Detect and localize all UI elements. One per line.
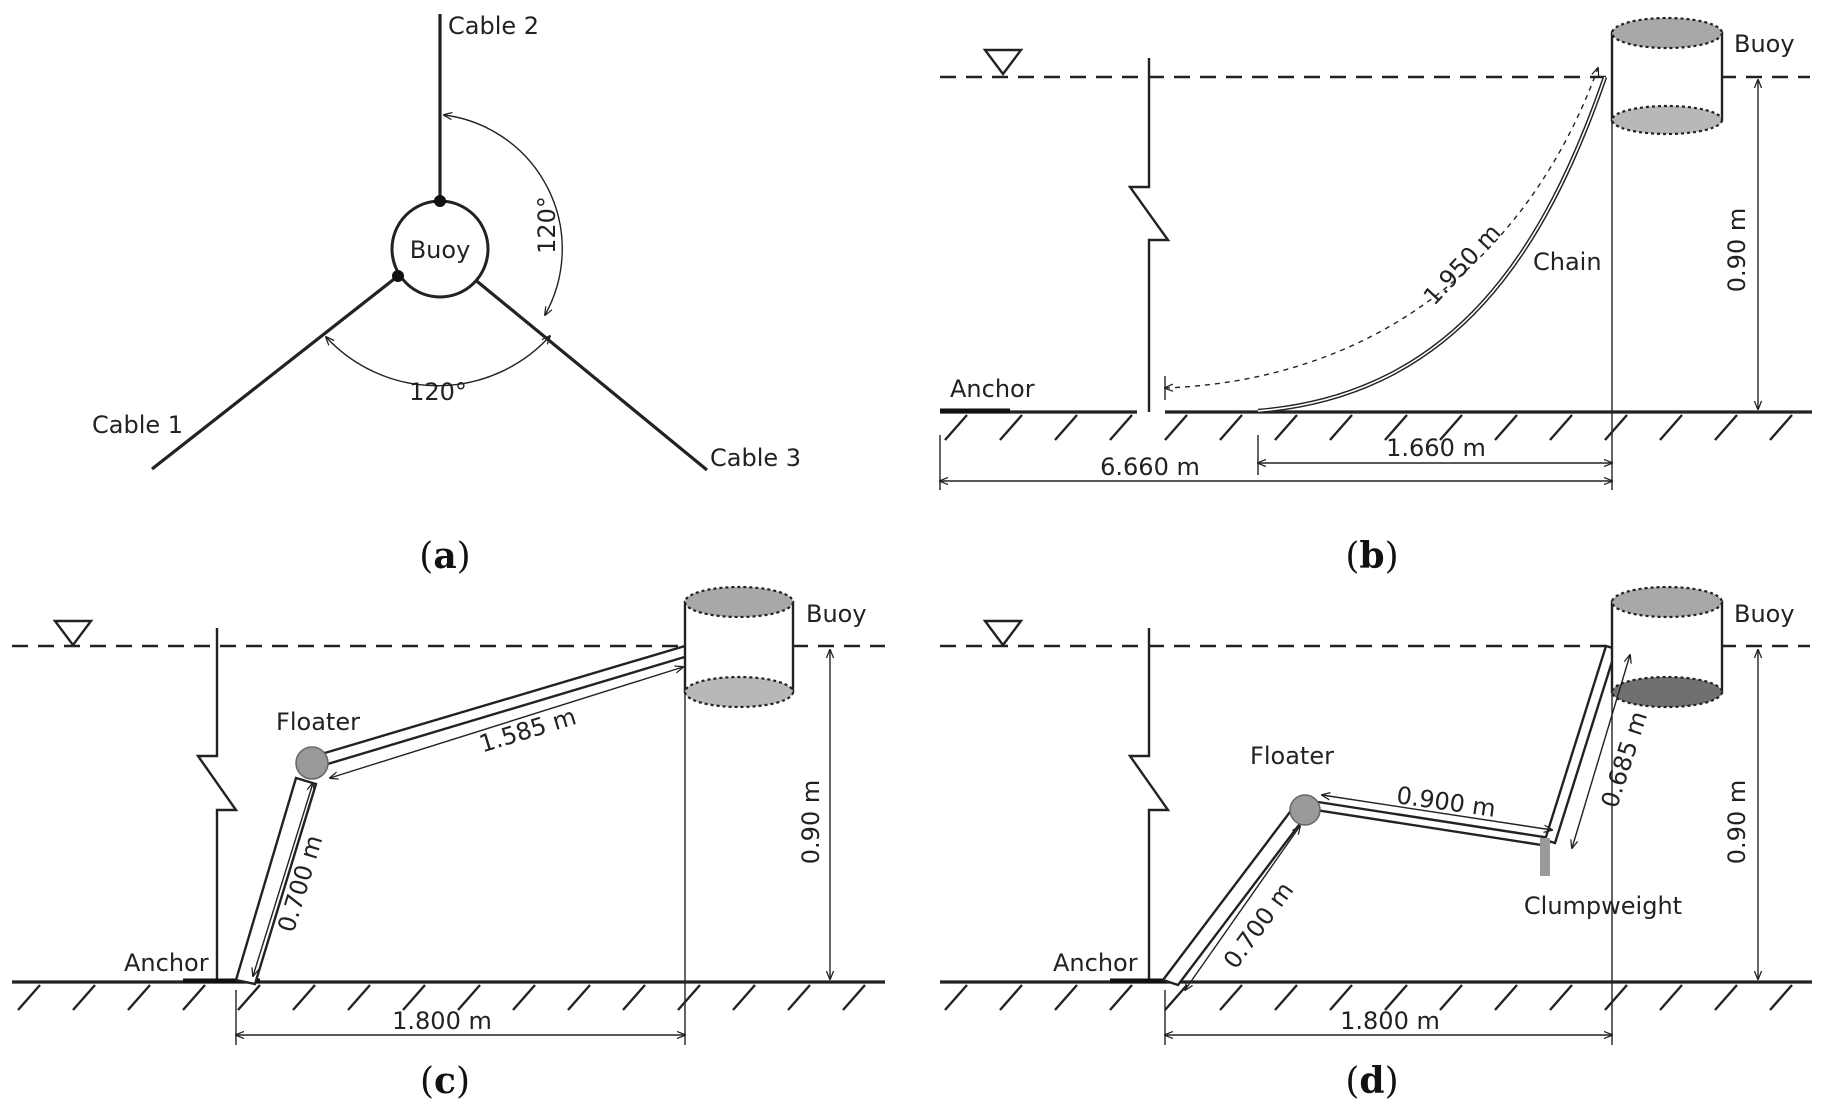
fairlead-top-dot <box>434 195 446 207</box>
chain-curve-inner <box>1257 76 1606 412</box>
depth-break-symbol <box>1127 58 1171 412</box>
chain-label: Chain <box>1533 248 1602 276</box>
angle-arc-right <box>444 115 563 315</box>
horizontal-label: 1.800 m <box>392 1007 492 1035</box>
fairlead-left-dot <box>392 270 404 282</box>
chain-length-dimension <box>1165 68 1598 388</box>
panel-b-catenary: Buoy Anchor Chain 1.950 m 0.90 m 1.660 m… <box>940 16 1812 490</box>
caption-a: (a) <box>419 535 470 577</box>
depth-break-symbol <box>1127 628 1171 982</box>
depth-label: 0.90 m <box>797 780 825 864</box>
floater-label: Floater <box>1250 742 1334 770</box>
buoy-cylinder <box>683 585 795 709</box>
depth-label: 0.90 m <box>1723 208 1751 292</box>
dim-1585-line <box>330 667 683 778</box>
upper-line-rope <box>1543 644 1618 845</box>
floater-sphere <box>1289 794 1321 826</box>
clumpweight-block <box>1540 838 1550 876</box>
seabed-hatch <box>944 414 1793 441</box>
panel-d-floater-clumpweight-configuration: Buoy Floater Anchor Clumpweight 0.700 m … <box>940 585 1812 1045</box>
dist-1660-label: 1.660 m <box>1386 434 1486 462</box>
anchor-label: Anchor <box>124 949 209 977</box>
angle-right-label: 120° <box>533 196 561 254</box>
dim-685-line <box>1572 655 1630 848</box>
angle-bottom-label: 120° <box>409 378 467 406</box>
clumpweight-label: Clumpweight <box>1524 892 1682 920</box>
cable-1-line <box>151 274 399 471</box>
caption-d: (d) <box>1345 1060 1398 1102</box>
dim-900-line <box>1322 795 1552 830</box>
cable-2-label: Cable 2 <box>448 12 539 40</box>
caption-c: (c) <box>420 1060 470 1102</box>
horizontal-label: 1.800 m <box>1340 1007 1440 1035</box>
dist-6660-label: 6.660 m <box>1100 453 1200 481</box>
buoy-cylinder <box>1610 585 1724 709</box>
cable-1-label: Cable 1 <box>92 411 183 439</box>
chain-curve <box>1257 76 1608 414</box>
buoy-cylinder <box>1610 16 1724 136</box>
cable-3-label: Cable 3 <box>710 444 801 472</box>
seabed-hatch <box>944 984 1793 1011</box>
seabed-hatch <box>17 984 866 1011</box>
floater-sphere <box>295 746 329 780</box>
buoy-label: Buoy <box>410 236 471 264</box>
anchor-label: Anchor <box>1053 949 1138 977</box>
depth-label: 0.90 m <box>1723 780 1751 864</box>
angle-arc-bottom <box>326 336 550 387</box>
caption-b: (b) <box>1345 535 1398 577</box>
anchor-label: Anchor <box>950 375 1035 403</box>
water-level-symbol <box>52 619 94 647</box>
dim-700-line <box>1185 826 1300 990</box>
depth-break-symbol <box>195 628 239 982</box>
dim-700-line <box>253 783 313 976</box>
water-level-symbol <box>982 619 1024 647</box>
cable-3-line <box>471 276 709 472</box>
water-level-symbol <box>982 48 1024 76</box>
panel-a-top-view: Buoy Cable 2 Cable 1 Cable 3 120° 120° <box>92 12 801 472</box>
upper-line-label: 0.685 m <box>1596 708 1653 811</box>
buoy-label: Buoy <box>1734 30 1795 58</box>
panel-c-floater-configuration: Buoy Floater Anchor 0.700 m 1.585 m 0.90… <box>12 585 885 1045</box>
floater-label: Floater <box>276 708 360 736</box>
buoy-label: Buoy <box>806 600 867 628</box>
chain-length-label: 1.950 m <box>1418 219 1506 311</box>
buoy-label: Buoy <box>1734 600 1795 628</box>
